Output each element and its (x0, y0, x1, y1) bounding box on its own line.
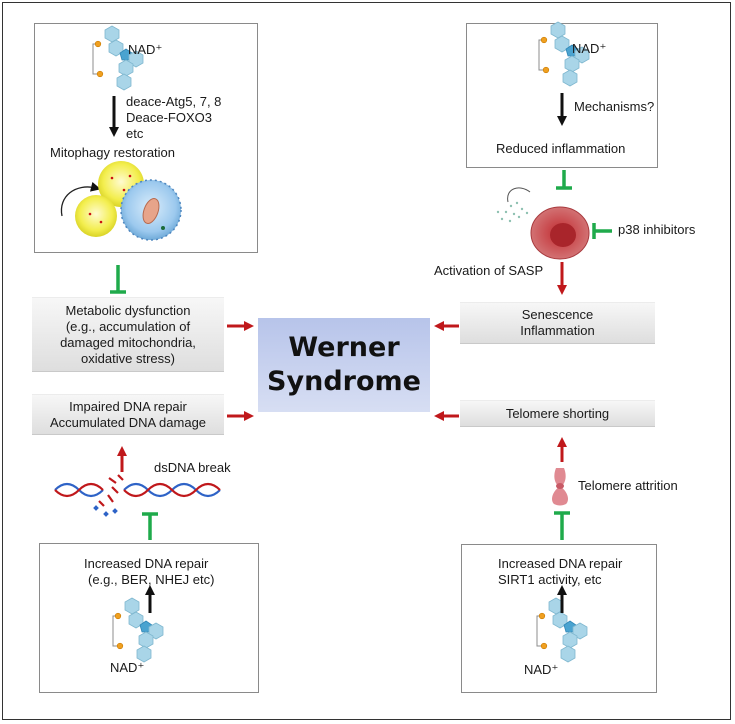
increased-dna-repair-label: Increased DNA repair (84, 556, 209, 571)
sirt1-activity-label: SIRT1 activity, etc (498, 572, 602, 587)
telomere-shorting-box: Telomere shorting (460, 400, 655, 427)
title-line-1: Werner (288, 332, 400, 363)
metabolic-dysfunction-box: Metabolic dysfunction (e.g., accumulatio… (32, 297, 224, 372)
nad-molecule-icon (92, 25, 144, 91)
werner-syndrome-title-box: Werner Syndrome (258, 318, 430, 412)
inhibition-symbols (110, 170, 612, 540)
senescence-box: Senescence Inflammation (460, 302, 655, 344)
senescence-line-2: Inflammation (520, 323, 595, 338)
dsdna-break-icon (54, 474, 221, 517)
p38-inhibitors-label: p38 inhibitors (618, 222, 696, 237)
mitophagy-illustration-icon (60, 161, 182, 241)
senescence-line-1: Senescence (521, 307, 594, 322)
metabolic-line-4: oxidative stress) (81, 350, 175, 366)
senescent-cell-icon (496, 187, 590, 260)
dna-damage-line-1: Impaired DNA repair (69, 398, 187, 414)
nad-label: NAD⁺ (110, 660, 145, 675)
nad-label: NAD⁺ (128, 42, 163, 57)
mechanism-label-3: etc (126, 126, 144, 141)
telomere-attrition-label: Telomere attrition (578, 478, 678, 493)
metabolic-line-2: (e.g., accumulation of (65, 318, 191, 334)
mechanisms-label: Mechanisms? (574, 99, 655, 114)
dna-damage-box: Impaired DNA repair Accumulated DNA dama… (32, 394, 224, 435)
dsdna-break-label: dsDNA break (154, 460, 231, 475)
reduced-inflammation-label: Reduced inflammation (496, 141, 626, 156)
mitophagy-label: Mitophagy restoration (50, 145, 176, 160)
nad-label: NAD⁺ (572, 41, 607, 56)
title-line-2: Syndrome (267, 366, 421, 397)
repair-examples-label: (e.g., BER, NHEJ etc) (88, 572, 215, 587)
increased-dna-repair-label: Increased DNA repair (498, 556, 623, 571)
mechanism-label-2: Deace-FOXO3 (126, 110, 212, 125)
chromosome-icon (552, 468, 568, 506)
nad-label: NAD⁺ (524, 662, 559, 677)
metabolic-line-3: damaged mitochondria, (60, 334, 196, 350)
bottom-left-panel (39, 543, 259, 693)
sasp-label: Activation of SASP (434, 263, 544, 278)
mechanism-label-1: deace-Atg5, 7, 8 (126, 94, 222, 109)
metabolic-line-1: Metabolic dysfunction (65, 302, 191, 318)
telomere-shorting-label: Telomere shorting (505, 405, 610, 421)
dna-damage-line-2: Accumulated DNA damage (49, 414, 207, 430)
nad-molecule-icon (112, 597, 164, 663)
